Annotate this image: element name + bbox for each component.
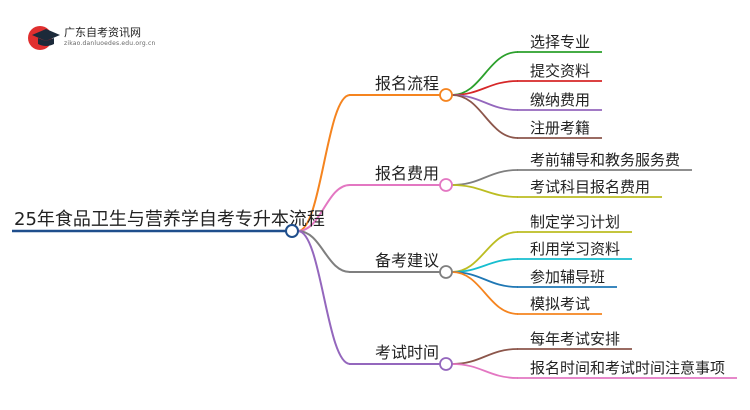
branch-label: 备考建议	[375, 251, 439, 270]
leaf-label: 提交资料	[530, 62, 590, 80]
branch-node: 报名流程	[375, 74, 453, 102]
branch-edge	[297, 94, 351, 232]
leaf-edge	[451, 94, 519, 139]
site-logo: 广东自考资讯网 zikao.danluoedes.edu.org.cn	[26, 22, 155, 54]
leaf-node: 选择专业	[530, 33, 590, 51]
leaf-edge	[451, 169, 519, 186]
leaf-label: 模拟考试	[530, 295, 590, 313]
leaf-node: 注册考籍	[530, 119, 590, 137]
leaf-label: 报名时间和考试时间注意事项	[530, 359, 725, 377]
leaf-node: 制定学习计划	[530, 213, 620, 231]
branch-node-dot[interactable]	[439, 265, 453, 279]
leaf-edge	[451, 51, 519, 96]
leaf-edge	[451, 184, 519, 198]
leaf-label: 缴纳费用	[530, 91, 590, 109]
leaf-label: 考前辅导和教务服务费	[530, 151, 680, 169]
leaf-node: 考试科目报名费用	[530, 178, 650, 196]
leaf-node: 提交资料	[530, 62, 590, 80]
leaf-label: 每年考试安排	[530, 330, 620, 348]
branch-node-dot[interactable]	[439, 88, 453, 102]
branch-label: 报名流程	[375, 74, 439, 93]
branch-edge	[297, 230, 351, 365]
branch-node: 备考建议	[375, 251, 453, 279]
leaf-node: 考前辅导和教务服务费	[530, 151, 680, 169]
leaf-label: 考试科目报名费用	[530, 178, 650, 196]
leaf-node: 每年考试安排	[530, 330, 620, 348]
leaf-node: 利用学习资料	[530, 240, 620, 258]
leaf-node: 缴纳费用	[530, 91, 590, 109]
leaf-edge	[451, 271, 519, 315]
leaf-label: 选择专业	[530, 33, 590, 51]
leaf-label: 参加辅导班	[530, 268, 605, 286]
graduation-cap-icon	[28, 26, 60, 50]
logo-url: zikao.danluoedes.edu.org.cn	[64, 40, 156, 47]
branch-node-dot[interactable]	[439, 357, 453, 371]
leaf-edge	[451, 363, 519, 379]
branch-edge	[297, 184, 351, 232]
leaf-node: 报名时间和考试时间注意事项	[530, 359, 725, 377]
mindmap-edges	[297, 51, 738, 379]
root-label: 25年食品卫生与营养学自考专升本流程	[14, 209, 325, 230]
root-node: 25年食品卫生与营养学自考专升本流程	[12, 209, 325, 238]
leaf-label: 注册考籍	[530, 119, 590, 137]
logo-title: 广东自考资讯网	[64, 26, 141, 39]
branch-label: 考试时间	[375, 343, 439, 362]
leaf-label: 利用学习资料	[530, 240, 620, 258]
leaf-label: 制定学习计划	[530, 213, 620, 231]
root-node-dot[interactable]	[285, 224, 299, 238]
branch-node: 考试时间	[375, 343, 453, 371]
leaf-edge	[451, 348, 519, 365]
branch-node-dot[interactable]	[439, 178, 453, 192]
leaf-node: 参加辅导班	[530, 268, 605, 286]
branch-node: 报名费用	[375, 164, 453, 192]
branch-label: 报名费用	[375, 164, 439, 183]
branch-edge	[297, 230, 351, 273]
mindmap-nodes: 25年食品卫生与营养学自考专升本流程 报名流程 选择专业提交资料缴纳费用注册考籍报名…	[12, 33, 725, 377]
leaf-node: 模拟考试	[530, 295, 590, 313]
